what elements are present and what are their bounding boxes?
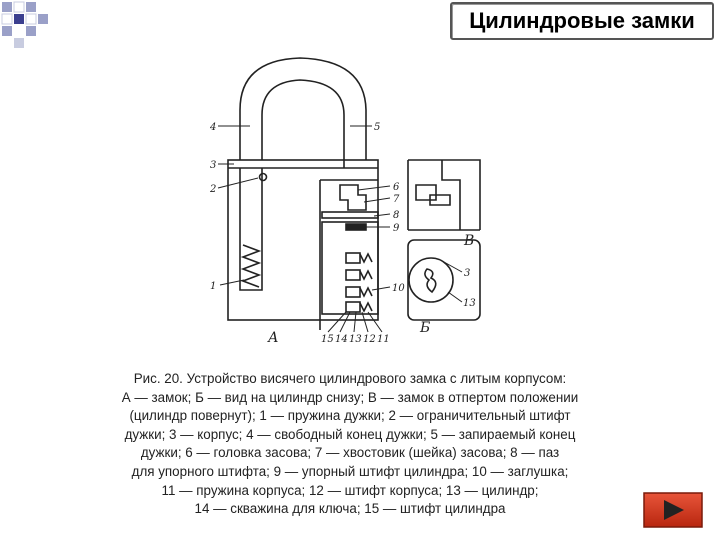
label-view-a: А [267, 330, 279, 346]
label-15: 15 [321, 334, 334, 345]
caption-line: дужки; 6 — головка засова; 7 — хвостовик… [140, 445, 560, 461]
shackle-spring [240, 244, 262, 288]
label-4: 4 [209, 122, 216, 133]
triangle-right-icon [664, 500, 684, 520]
label-13: 13 [349, 334, 362, 345]
label-3: 3 [210, 160, 216, 171]
label-8: 8 [393, 210, 399, 221]
label-9: 9 [393, 223, 400, 234]
slide-title: Цилиндровые замки [450, 2, 714, 40]
label-view-b: Б [419, 320, 430, 336]
caption-line: (цилиндр повернут); 1 — пружина дужки; 2… [129, 408, 571, 424]
label-1: 1 [210, 281, 216, 292]
label-10: 10 [392, 283, 405, 294]
label-7: 7 [393, 194, 400, 205]
figure-caption: Рис. 20. Устройство висячего цилиндровог… [100, 370, 600, 519]
label-view-v: В [463, 233, 474, 249]
shackle-pin [258, 172, 268, 182]
caption-line: 11 — пружина корпуса; 12 — штифт корпуса… [161, 482, 539, 498]
caption-line: для упорного штифта; 9 — упорный штифт ц… [131, 463, 569, 479]
caption-line: дужки; 3 — корпус; 4 — свободный конец д… [124, 426, 576, 442]
label-b13: 13 [463, 298, 476, 309]
caption-line: Рис. 20. Устройство висячего цилиндровог… [133, 371, 567, 386]
corner-decoration [1, 1, 48, 48]
padlock-diagram: 4 5 3 2 6 7 8 9 1 10 15 14 13 12 11 3 13… [209, 57, 481, 346]
lock-body [227, 159, 379, 321]
label-b3: 3 [464, 268, 470, 279]
label-11: 11 [377, 334, 390, 345]
next-slide-button[interactable] [643, 492, 703, 528]
label-12: 12 [363, 334, 376, 345]
view-unlocked [407, 159, 481, 231]
view-cylinder-bottom [407, 239, 481, 321]
cylinder [321, 221, 379, 315]
cylinder-pins [345, 223, 373, 313]
label-2: 2 [209, 184, 216, 195]
caption-line: А — замок; Б — вид на цилиндр снизу; В —… [121, 389, 579, 405]
caption-line: 14 — скважина для ключа; 15 — штифт цили… [194, 501, 506, 517]
label-5: 5 [374, 122, 380, 133]
shackle [239, 57, 367, 160]
label-6: 6 [393, 182, 400, 193]
bolt-head [339, 184, 367, 211]
label-14: 14 [335, 334, 348, 345]
